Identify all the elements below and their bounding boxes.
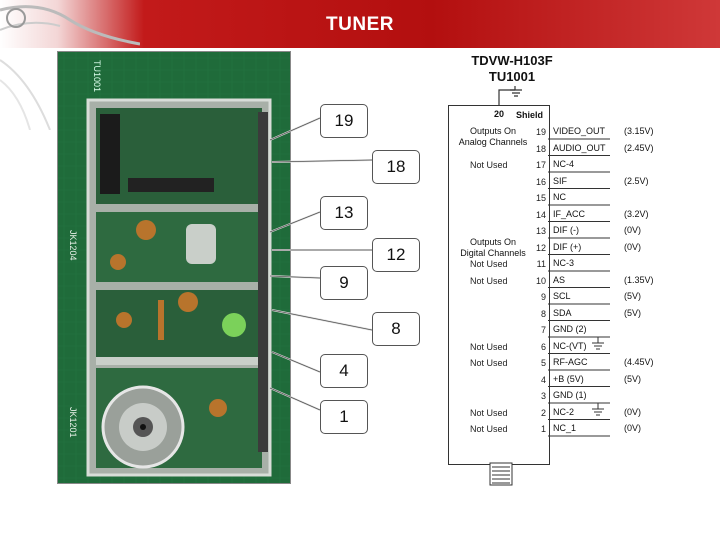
title-bar: TUNER: [0, 0, 720, 48]
pin-name: SDA: [553, 307, 572, 318]
pin-note: Not Used: [470, 358, 508, 368]
pin-note: Not Used: [470, 160, 508, 170]
group-digital: Outputs On Digital Channels: [452, 237, 534, 259]
decorative-arcs: [0, 59, 51, 130]
callout-18: 18: [372, 150, 420, 184]
pin-name: AS: [553, 274, 566, 285]
callout-4: 4: [320, 354, 368, 388]
callout-12: 12: [372, 238, 420, 272]
tuner-ref: TU1001: [488, 69, 536, 84]
pin-number: 9: [540, 292, 546, 302]
shield-ground: [498, 86, 522, 105]
pin-voltage: (5V): [624, 373, 642, 384]
pin-name: NC-2: [553, 406, 575, 417]
ground-icon: [592, 337, 604, 350]
pin-name: +B (5V): [553, 373, 584, 384]
svg-text:JK1201: JK1201: [68, 407, 78, 438]
pin-number: 4: [540, 374, 546, 385]
pin-name: RF-AGC: [553, 357, 588, 367]
pin-voltage: (5V): [624, 307, 642, 318]
page-title: TUNER: [326, 14, 394, 35]
pin-voltage: (0V): [624, 241, 642, 252]
shield-pin: 20: [494, 109, 505, 119]
pin-number: 14: [535, 209, 546, 220]
svg-text:TU1001: TU1001: [92, 60, 102, 92]
svg-text:JK1204: JK1204: [68, 230, 78, 261]
pin-number: 2: [540, 407, 546, 418]
pin-voltage: (1.35V): [624, 274, 654, 285]
pin-note: Not Used: [470, 275, 508, 286]
pin-voltage: (0V): [624, 406, 642, 417]
pin-number: 19: [535, 127, 546, 137]
pin-name: SIF: [553, 175, 568, 186]
pin-number: 11: [536, 259, 546, 269]
pin-number: 7: [540, 325, 546, 335]
ground-icon: [592, 403, 604, 416]
pin-voltage: (3.15V): [624, 126, 654, 136]
pin-number: 1: [540, 424, 546, 434]
pin-voltage: (0V): [624, 225, 642, 235]
group-analog: Outputs On Analog Channels: [452, 126, 534, 148]
logo-swoosh: [0, 5, 140, 46]
pin-voltage: (0V): [624, 423, 642, 433]
tuner-connector: [489, 462, 513, 486]
pin-name: GND (1): [553, 390, 587, 400]
pin-number: 13: [535, 226, 546, 236]
pin-number: 8: [540, 308, 546, 319]
group-analog-line2: Analog Channels: [458, 137, 528, 147]
pin-name: VIDEO_OUT: [553, 126, 606, 136]
pin-number: 10: [535, 275, 546, 286]
pin-number: 6: [540, 341, 546, 352]
pin-number: 3: [540, 391, 546, 401]
pin-number: 5: [540, 358, 546, 368]
callout-9: 9: [320, 266, 368, 300]
callout-8: 8: [372, 312, 420, 346]
pin-name: DIF (+): [553, 241, 582, 252]
pin-name: AUDIO_OUT: [553, 142, 606, 153]
pin-voltage: (3.2V): [624, 208, 649, 219]
pin-number: 17: [535, 160, 546, 170]
shield-label: Shield: [516, 110, 544, 120]
pin-name: NC-4: [553, 159, 575, 169]
callout-13: 13: [320, 196, 368, 230]
group-analog-line1: Outputs On: [469, 126, 517, 136]
pin-name: NC_1: [553, 423, 577, 433]
tuner-model: TDVW-H103F: [471, 53, 553, 68]
tuner-module-box: [448, 105, 550, 465]
group-digital-line2: Digital Channels: [460, 248, 526, 258]
callout-19: 19: [320, 104, 368, 138]
pin-name: DIF (-): [553, 225, 579, 235]
pin-note: Not Used: [470, 259, 508, 269]
pin-name: GND (2): [553, 324, 587, 334]
pin-name: NC-3: [553, 258, 575, 268]
pin-number: 18: [535, 143, 546, 154]
pin-name: SCL: [553, 291, 571, 301]
pin-note: Not Used: [470, 407, 508, 418]
group-digital-line1: Outputs On: [469, 237, 517, 247]
pin-name: NC-(VT): [553, 340, 587, 351]
pin-number: 12: [535, 242, 546, 253]
tuner-photo: TU1001 JK1204 JK1201: [57, 51, 291, 484]
pin-voltage: (4.45V): [624, 357, 654, 367]
pin-number: 16: [535, 176, 546, 187]
pin-voltage: (5V): [624, 291, 642, 301]
pin-number: 15: [535, 193, 546, 203]
pin-name: IF_ACC: [553, 208, 586, 219]
pin-note: Not Used: [470, 341, 508, 352]
callout-1: 1: [320, 400, 368, 434]
pin-note: Not Used: [470, 424, 508, 434]
pin-voltage: (2.5V): [624, 175, 649, 186]
pin-name: NC: [553, 192, 566, 202]
pin-voltage: (2.45V): [624, 142, 654, 153]
